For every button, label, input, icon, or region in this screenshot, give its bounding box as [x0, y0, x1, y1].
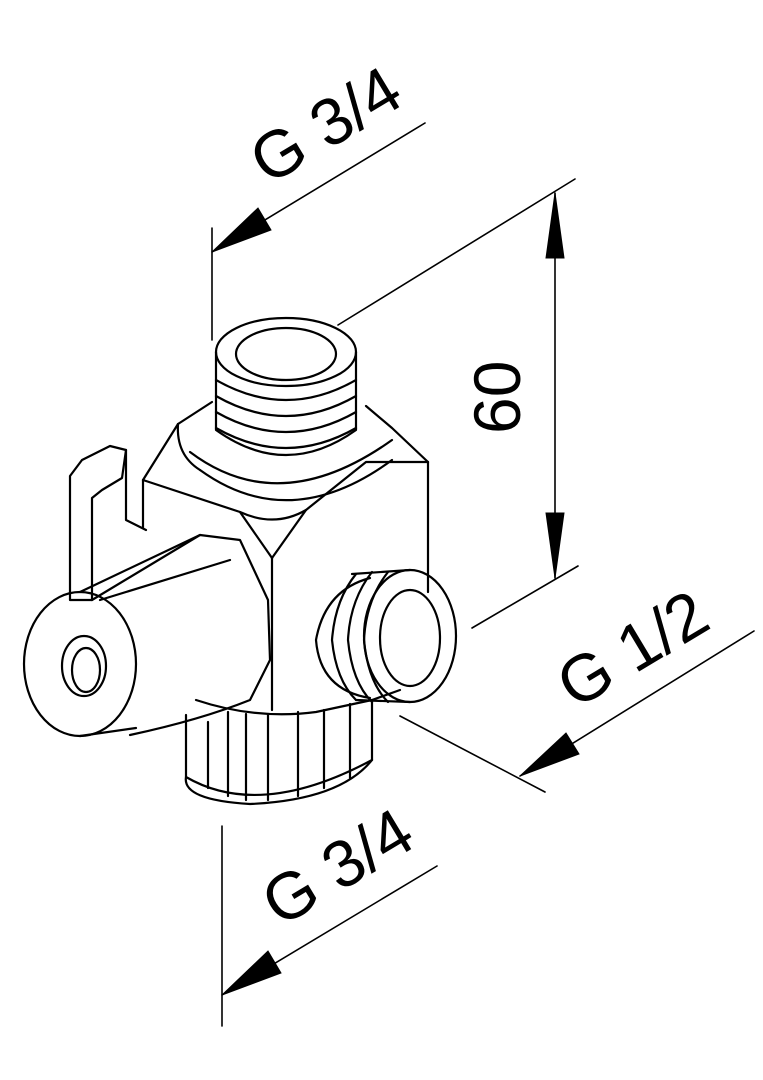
top-connection-dimension: G 3/4 [211, 51, 426, 341]
side-dim-arrowhead [519, 732, 580, 777]
lever-handle [68, 444, 272, 737]
side-threaded-connection [314, 568, 458, 704]
bottom-dim-arrowhead [221, 950, 282, 996]
top-threaded-connection [214, 316, 358, 456]
height-dim-upper-extension [337, 178, 576, 326]
side-dim-extension-line [399, 715, 546, 793]
bottom-threaded-nut [184, 698, 374, 806]
side-connection-label: G 1/2 [544, 575, 720, 722]
top-dim-arrowhead [211, 207, 272, 253]
height-dim-lower-extension [471, 565, 579, 629]
height-dim-bottom-arrowhead [545, 512, 565, 579]
side-connection-dimension: G 1/2 [399, 575, 755, 793]
height-dim-top-arrowhead [545, 192, 565, 259]
bottom-connection-dimension: G 3/4 [221, 793, 438, 1027]
height-label: 60 [460, 361, 534, 434]
bottom-connection-label: G 3/4 [249, 793, 425, 940]
hex-body [141, 400, 430, 716]
top-connection-label: G 3/4 [237, 51, 413, 198]
height-dimension: 60 [337, 178, 579, 629]
spindle-end [22, 533, 202, 738]
valve-body [22, 316, 458, 806]
